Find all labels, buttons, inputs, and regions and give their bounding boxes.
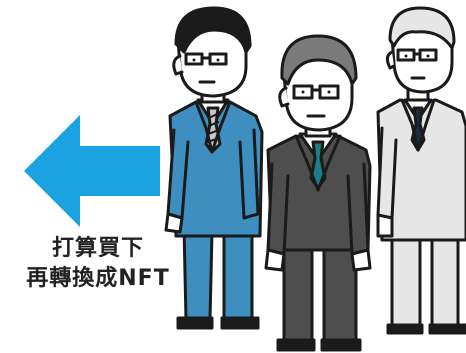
left-man-figure [164, 6, 264, 330]
caption-line-1: 打算買下 [51, 236, 144, 261]
center-man-figure [264, 34, 372, 352]
right-man-figure [376, 6, 466, 335]
caption: 打算買下 再轉換成NFT [14, 234, 182, 294]
caption-line-2: 再轉換成NFT [26, 266, 170, 291]
